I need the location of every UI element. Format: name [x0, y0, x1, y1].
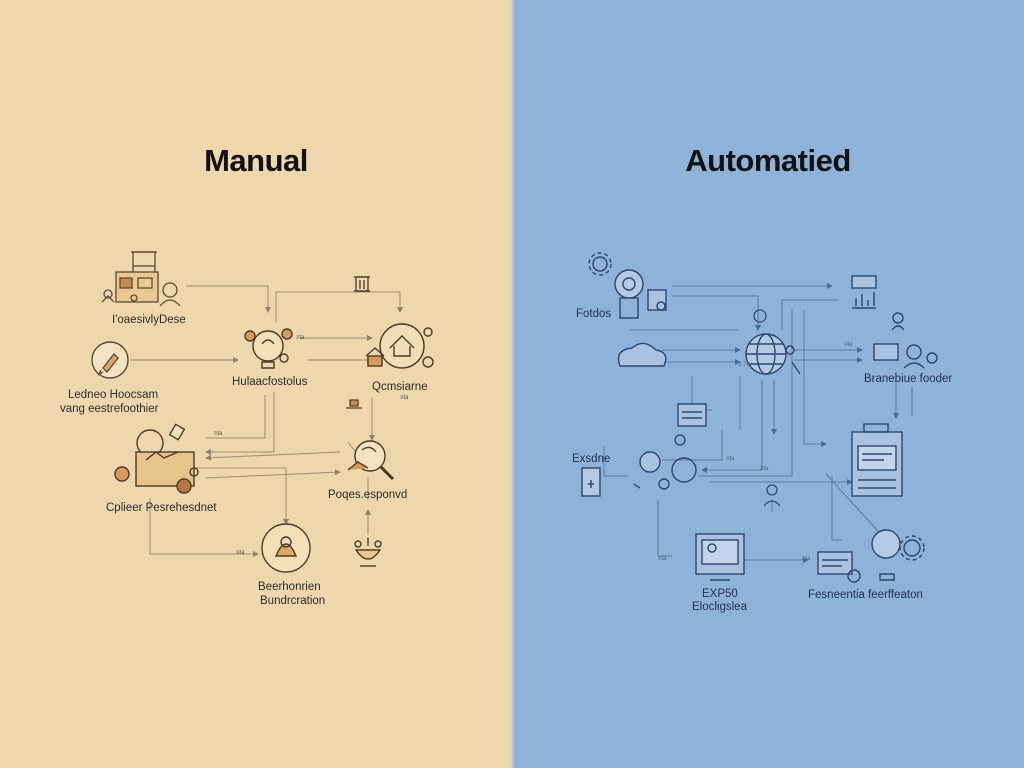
connector-note: ≡ 7ta [738, 362, 752, 368]
gear-icon [588, 252, 612, 276]
label-left-mid-2: vang eestrefoothier [60, 403, 159, 415]
label-right-top: Branebiue fooder [864, 373, 953, 385]
tablet-icon [581, 467, 601, 497]
manual-flow-graphic [91, 251, 434, 573]
pot-icon [354, 538, 382, 567]
mechanism-icon [261, 523, 311, 573]
connector-note: ≡ta [296, 335, 305, 341]
label-top-left: I'oaesivlyDese [112, 314, 186, 326]
label-bottom-2: Bundrcration [260, 595, 326, 607]
label-left-mid-1: Ledneo Hoocsam [68, 389, 159, 401]
configuration-icon [817, 529, 925, 583]
cloud-icon [617, 342, 667, 367]
automated-connector-lines [603, 283, 913, 563]
connector-note: ≡ta [236, 550, 245, 556]
label-right-lower: Poqes.esponvd [328, 489, 408, 501]
connector-note: ≡ta [802, 556, 811, 562]
manual-title: Manual [204, 143, 308, 178]
label-center: Hulaacfostolus [232, 376, 308, 388]
label-right-top: Qcmsiarne [372, 381, 428, 393]
manual-panel: Manual I'oaesivlyDese Ledneo Hoocsam van… [0, 0, 512, 768]
panel-divider [510, 0, 514, 768]
label-bottom-2: Elocligslea [692, 601, 747, 613]
robot-machine-icon [614, 269, 667, 319]
pillar-icon [354, 276, 370, 292]
connector-note: ≡ta [760, 466, 769, 472]
house-target-icon [365, 323, 434, 369]
label-bottom-right: Fesneentia feerffeaton [808, 589, 923, 601]
connector-note: ≡ta [726, 456, 735, 462]
label-left-lower: Cplieer Pesrehesdnet [106, 502, 217, 514]
monitor-terminal-icon [851, 423, 903, 497]
magnifier-icon [347, 440, 395, 481]
label-left-mid: Exsdne [572, 453, 611, 465]
connector-note: ≡ta [844, 342, 853, 348]
lightbulb-hub-icon [244, 328, 293, 369]
label-bottom-1: Beerhonrien [258, 581, 321, 593]
manual-connector-lines [130, 285, 403, 557]
label-bottom-1: EXP50 [702, 588, 738, 600]
person-icon [763, 484, 781, 507]
node-icon [753, 309, 767, 323]
server-panel-icon [677, 403, 707, 427]
workshop-search-icon [114, 423, 199, 494]
bar-chart-icon [851, 275, 877, 309]
desk-lamp-icon [346, 399, 362, 409]
support-agent-icon [873, 312, 938, 369]
headset-user-icon [633, 434, 697, 490]
automated-panel: Automatied Fotdos Branebiue fooder Exsdn… [512, 0, 1024, 768]
office-desk-icon [101, 251, 181, 307]
connector-note: ≡ta [658, 556, 667, 562]
connector-note: ≡ta [214, 431, 223, 437]
automated-title: Automatied [685, 143, 851, 178]
rocket-icon [91, 341, 129, 379]
connector-note: ≡ta [400, 395, 409, 401]
globe-icon [745, 333, 801, 375]
desktop-computer-icon [695, 533, 745, 581]
label-top-left: Fotdos [576, 308, 612, 320]
automated-flow-graphic [581, 252, 938, 583]
